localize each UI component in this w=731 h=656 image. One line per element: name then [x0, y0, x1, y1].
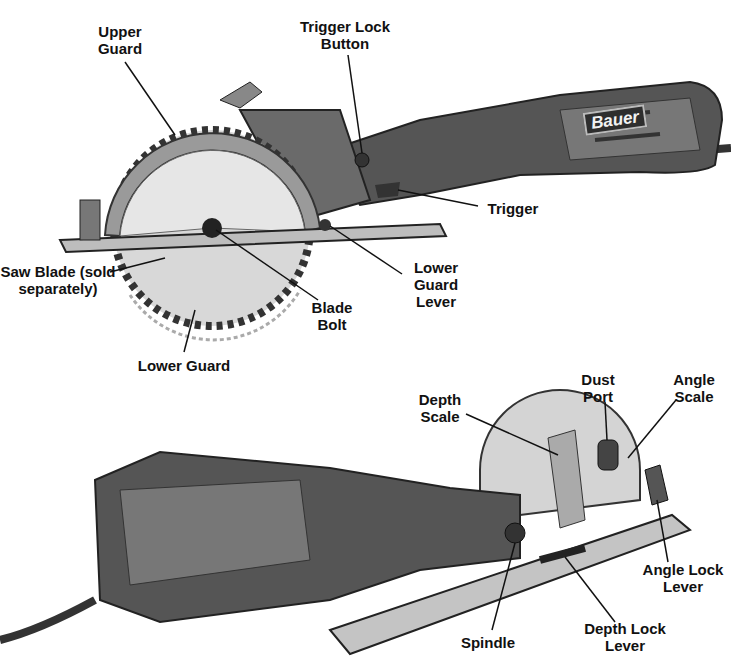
trigger: [375, 182, 400, 198]
part-label: Blade Bolt: [307, 299, 357, 333]
handle-grip: [560, 98, 700, 160]
part-label: Trigger: [478, 200, 548, 217]
leader-line: [605, 402, 607, 440]
part-label: Saw Blade (sold separately): [0, 263, 121, 297]
leader-line: [565, 557, 615, 622]
part-label: Dust Port: [573, 371, 623, 405]
depth-scale-plate: [548, 430, 585, 528]
guard-lever: [319, 219, 331, 231]
part-label: Trigger Lock Button: [290, 18, 400, 52]
trigger-lock: [355, 153, 369, 167]
leader-line: [398, 190, 478, 206]
part-label: Angle Scale: [664, 371, 724, 405]
handle-housing: [330, 82, 722, 205]
part-label: Depth Scale: [410, 391, 470, 425]
bottom-saw: [0, 390, 690, 654]
leader-lines: [110, 55, 676, 630]
leader-line: [110, 258, 165, 272]
guard-tab: [220, 82, 262, 108]
lower-guard-outline: [130, 290, 300, 340]
blade-bolt-head: [202, 218, 222, 238]
leader-line: [216, 230, 318, 300]
part-label: Spindle: [448, 634, 528, 651]
base-plate: [60, 224, 446, 252]
leader-line: [125, 62, 175, 135]
part-label: Angle Lock Lever: [638, 561, 728, 595]
dust-port: [598, 440, 618, 470]
leader-line: [466, 414, 558, 455]
leader-line: [657, 500, 668, 562]
leader-line: [492, 543, 515, 630]
part-label: Upper Guard: [85, 23, 155, 57]
handle-housing: [95, 452, 520, 622]
part-label: Lower Guard Lever: [401, 259, 471, 310]
angle-lock-lever: [645, 465, 668, 505]
depth-lock-lever: [540, 548, 585, 560]
top-saw: [60, 82, 731, 340]
handle-grip: [120, 480, 310, 585]
part-label: Lower Guard: [129, 357, 239, 374]
front-bracket: [80, 200, 100, 240]
leader-line: [330, 226, 402, 274]
spindle-lock: [505, 523, 525, 543]
leader-line: [628, 400, 676, 458]
part-label: Depth Lock Lever: [575, 620, 675, 654]
leader-line: [348, 55, 362, 153]
power-cord: [0, 600, 95, 640]
leader-line: [184, 310, 195, 352]
